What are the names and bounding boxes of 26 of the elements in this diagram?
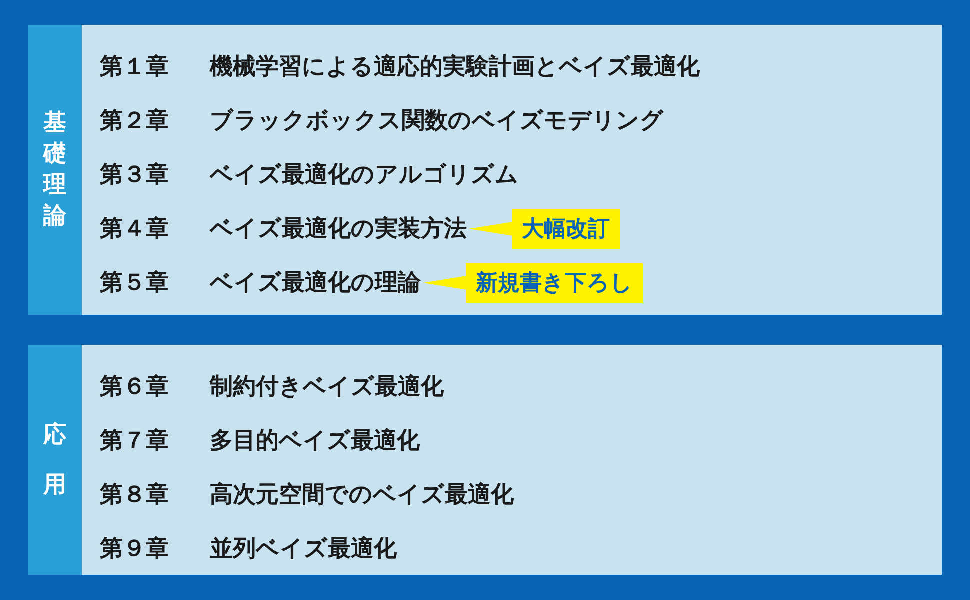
chapter-number: 第９章	[100, 535, 170, 564]
section-label: 基礎理論	[43, 109, 67, 231]
chapter-title: 機械学習による適応的実験計画とベイズ最適化	[210, 54, 700, 80]
chapter-number: 第７章	[100, 427, 170, 456]
callout-tag: 新規書き下ろし	[466, 263, 643, 303]
chapter-number: 第３章	[100, 161, 170, 190]
chapter-number: 第５章	[100, 269, 170, 298]
chapter-title: 高次元空間でのベイズ最適化	[210, 482, 514, 508]
section-panel	[28, 25, 942, 315]
callout-pointer	[423, 276, 467, 290]
chapter-title: 多目的ベイズ最適化	[210, 428, 420, 454]
chapter-number: 第４章	[100, 215, 170, 244]
section-panel	[28, 345, 942, 575]
chapter-title: 制約付きベイズ最適化	[210, 374, 444, 400]
chapter-title: 並列ベイズ最適化	[210, 536, 397, 562]
section-label: 応用	[43, 421, 67, 500]
chapter-title: ベイズ最適化の理論	[210, 270, 421, 296]
chapter-title: ベイズ最適化の実装方法	[210, 216, 467, 242]
chapter-title: ブラックボックス関数のベイズモデリング	[210, 108, 664, 134]
callout-pointer	[469, 222, 513, 236]
callout-tag: 大幅改訂	[512, 209, 620, 249]
chapter-title: ベイズ最適化のアルゴリズム	[210, 162, 519, 188]
chapter-number: 第１章	[100, 53, 170, 82]
chapter-number: 第６章	[100, 373, 170, 402]
chapter-number: 第８章	[100, 481, 170, 510]
chapter-number: 第２章	[100, 107, 170, 136]
